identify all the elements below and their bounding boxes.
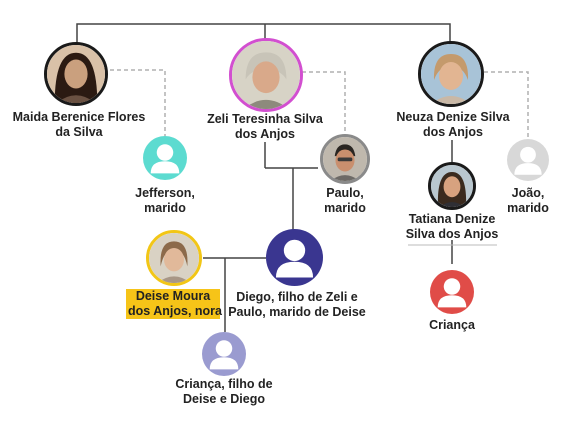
man-photo-icon bbox=[323, 137, 367, 181]
joao-avatar bbox=[507, 139, 549, 181]
paulo-label: Paulo, marido bbox=[324, 186, 366, 215]
crianca-tatiana-avatar bbox=[430, 270, 474, 314]
neuza-joao-dashed-line bbox=[484, 71, 529, 138]
crianca-tatiana-label: Criança bbox=[429, 318, 475, 332]
tatiana-label: Tatiana Denize Silva dos Anjos bbox=[405, 212, 499, 241]
woman-photo-icon bbox=[149, 233, 199, 283]
zeli-label: Zeli Teresinha Silva dos Anjos bbox=[207, 112, 323, 141]
woman-photo-icon bbox=[421, 44, 481, 104]
top-sibling-line bbox=[76, 23, 451, 45]
maida-photo bbox=[44, 42, 108, 106]
person-icon bbox=[150, 144, 180, 174]
woman-photo-icon bbox=[431, 165, 473, 207]
neuza-label: Neuza Denize Silva dos Anjos bbox=[396, 110, 510, 139]
person-icon bbox=[514, 146, 542, 175]
deise-label: Deise Moura dos Anjos, nora bbox=[126, 289, 222, 319]
maida-label: Maida Berenice Flores da Silva bbox=[12, 110, 146, 139]
woman-photo-icon bbox=[47, 45, 105, 103]
woman-photo-icon bbox=[232, 41, 300, 109]
maida-jefferson-dashed-line bbox=[110, 69, 166, 136]
joao-label: João, marido bbox=[507, 186, 549, 215]
person-icon bbox=[275, 239, 314, 278]
person-icon bbox=[437, 278, 467, 308]
zeli-photo bbox=[229, 38, 303, 112]
jefferson-label: Jefferson, marido bbox=[135, 186, 195, 215]
crianca-deise-label: Criança, filho de Deise e Diego bbox=[175, 377, 273, 406]
jefferson-avatar bbox=[143, 136, 187, 180]
person-icon bbox=[209, 340, 239, 370]
diego-avatar bbox=[266, 229, 323, 286]
diego-label: Diego, filho de Zeli e Paulo, marido de … bbox=[228, 290, 366, 319]
crianca-deise-avatar bbox=[202, 332, 246, 376]
deise-photo bbox=[146, 230, 202, 286]
zeli-paulo-dashed-line bbox=[302, 71, 346, 134]
tatiana-photo bbox=[428, 162, 476, 210]
paulo-photo bbox=[320, 134, 370, 184]
neuza-photo bbox=[418, 41, 484, 107]
